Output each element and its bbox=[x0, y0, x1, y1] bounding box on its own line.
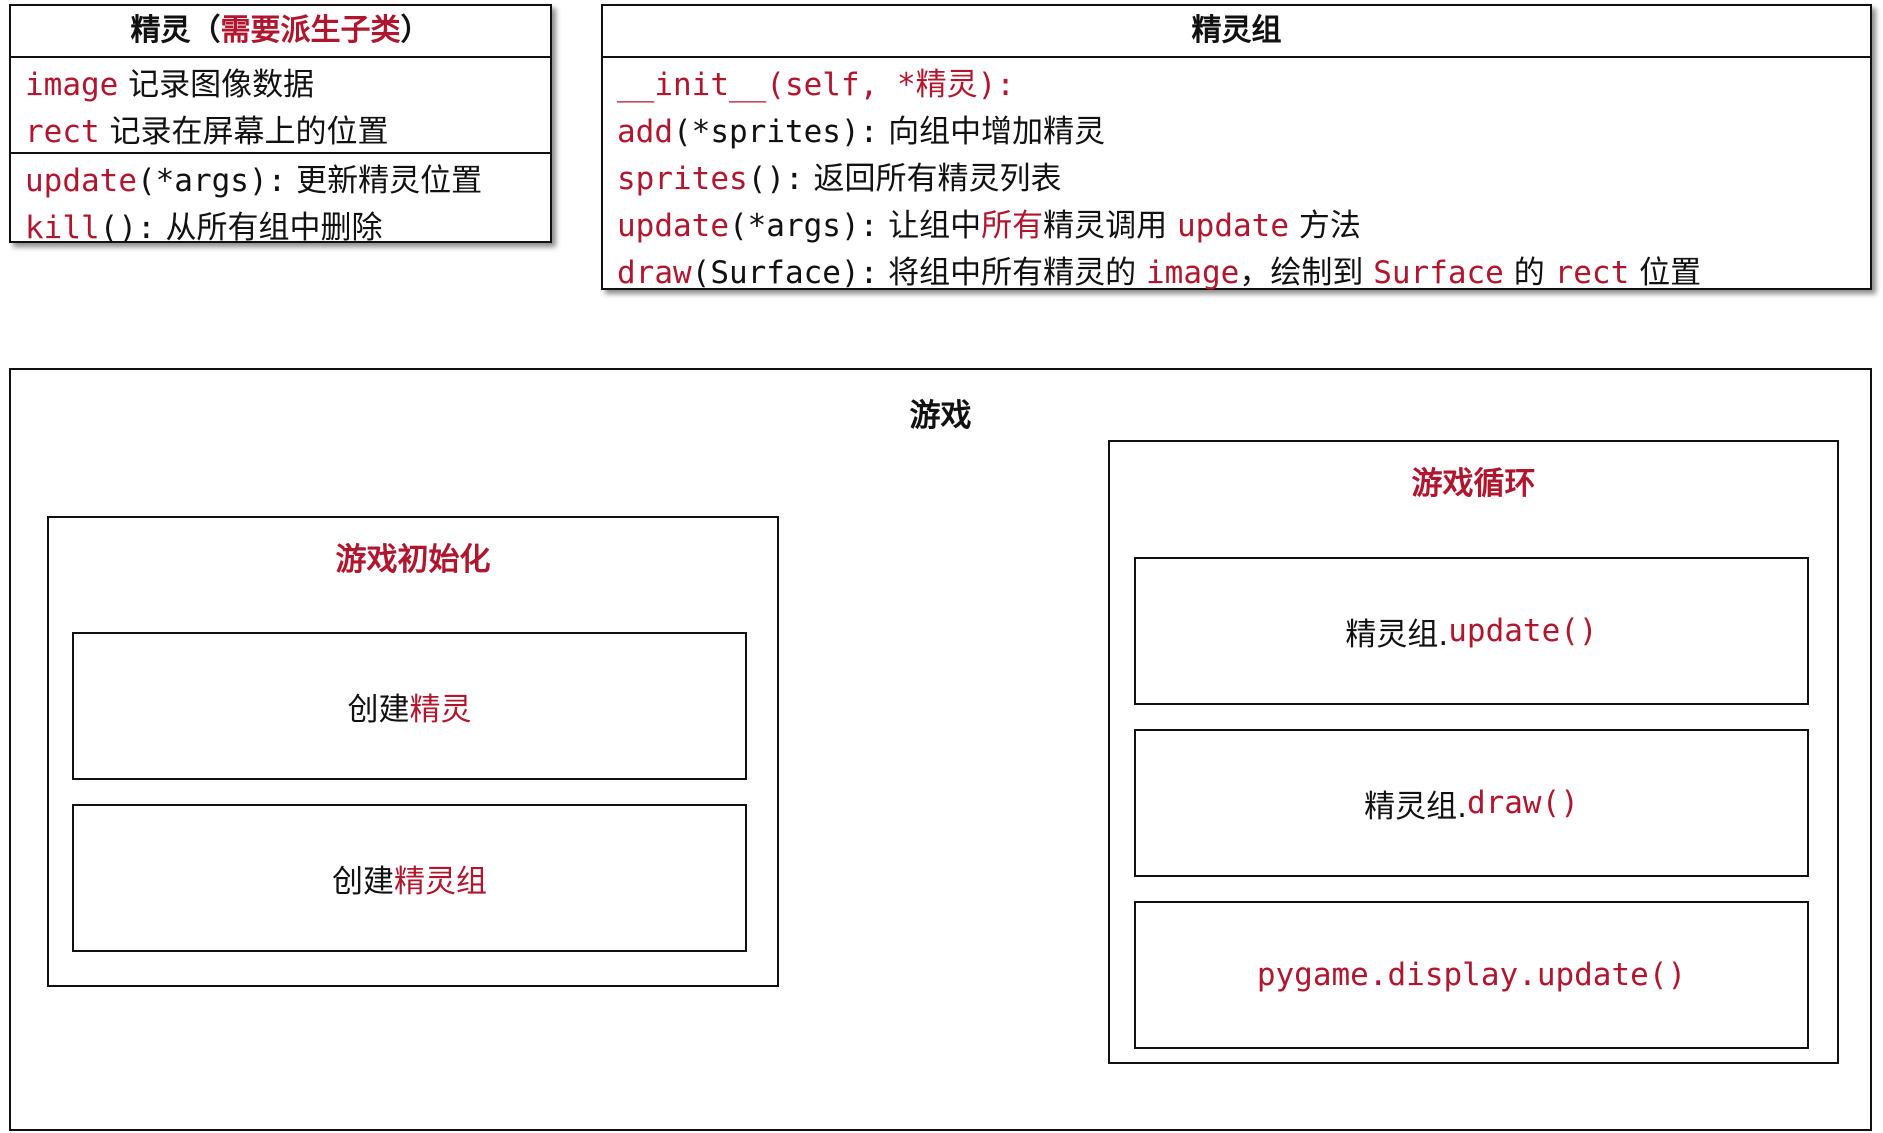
step-code: pygame.display.update() bbox=[1256, 957, 1687, 993]
step-prefix: 创建 bbox=[332, 863, 394, 900]
step-code: update() bbox=[1448, 613, 1598, 649]
sprite-class-title-highlight: 需要派生子类 bbox=[220, 13, 401, 48]
sprite-attribute-image: image 记录图像数据 bbox=[25, 62, 550, 109]
method-desc: 返回所有精灵列表 bbox=[803, 161, 1062, 197]
method-name: update bbox=[617, 208, 729, 244]
game-title: 游戏 bbox=[909, 398, 972, 434]
sprite-methods: update(*args): 更新精灵位置 kill(): 从所有组中删除 bbox=[11, 152, 550, 252]
group-method-update: update(*args): 让组中所有精灵调用 update 方法 bbox=[617, 203, 1870, 250]
group-class-title: 精灵组 bbox=[603, 6, 1870, 58]
group-method-sprites: sprites(): 返回所有精灵列表 bbox=[617, 156, 1870, 203]
method-args: (*sprites): bbox=[673, 114, 879, 150]
sprite-class-title: 精灵（需要派生子类） bbox=[11, 6, 550, 58]
method-desc: 位置 bbox=[1629, 255, 1702, 291]
method-desc: 方法 bbox=[1289, 208, 1361, 244]
group-methods: __init__(self, *精灵): add(*sprites): 向组中增… bbox=[603, 58, 1870, 297]
create-sprite-group-step: 创建精灵组 bbox=[72, 804, 747, 952]
attr-desc: 记录在屏幕上的位置 bbox=[99, 114, 389, 150]
method-args: (*args): bbox=[136, 163, 287, 199]
step-prefix: 创建 bbox=[347, 691, 410, 728]
sprite-attributes: image 记录图像数据 rect 记录在屏幕上的位置 bbox=[11, 58, 550, 152]
attr-desc: 记录图像数据 bbox=[118, 67, 315, 103]
attr-name: image bbox=[25, 67, 119, 103]
method-name: add bbox=[617, 114, 673, 150]
group-method-draw: draw(Surface): 将组中所有精灵的 image，绘制到 Surfac… bbox=[617, 250, 1870, 297]
method-args: (Surface): bbox=[691, 255, 879, 291]
game-loop-frame: 游戏循环 精灵组.update() 精灵组.draw() pygame.disp… bbox=[1108, 440, 1839, 1064]
method-desc-code: Surface bbox=[1373, 255, 1504, 291]
sprite-class-title-suffix: ） bbox=[400, 13, 431, 48]
sprite-class-title-prefix: 精灵（ bbox=[130, 13, 221, 48]
game-init-frame: 游戏初始化 创建精灵 创建精灵组 bbox=[47, 516, 779, 987]
method-desc-code: rect bbox=[1554, 255, 1630, 291]
display-update-step: pygame.display.update() bbox=[1134, 901, 1809, 1049]
group-class-box: 精灵组 __init__(self, *精灵): add(*sprites): … bbox=[601, 4, 1872, 291]
method-desc: 向组中增加精灵 bbox=[878, 114, 1106, 150]
method-args: (): bbox=[747, 161, 804, 197]
method-desc: 从所有组中删除 bbox=[155, 210, 383, 246]
method-name: draw bbox=[617, 255, 692, 291]
step-prefix: 精灵组. bbox=[1364, 788, 1467, 825]
step-prefix: 精灵组. bbox=[1345, 616, 1449, 653]
method-desc-highlight: 所有 bbox=[981, 208, 1044, 244]
sprite-method-kill: kill(): 从所有组中删除 bbox=[25, 205, 550, 252]
method-desc-code: update bbox=[1177, 208, 1289, 244]
method-args: (): bbox=[99, 210, 156, 246]
attr-name: rect bbox=[25, 114, 100, 150]
step-highlight: 精灵 bbox=[409, 691, 472, 728]
method-desc-code: image bbox=[1146, 255, 1240, 291]
method-name: update bbox=[25, 163, 137, 199]
sprite-method-update: update(*args): 更新精灵位置 bbox=[25, 158, 550, 205]
group-method-init: __init__(self, *精灵): bbox=[617, 67, 1015, 103]
group-draw-step: 精灵组.draw() bbox=[1134, 729, 1809, 877]
method-desc: 将组中所有精灵的 bbox=[878, 255, 1147, 291]
method-desc: 精灵调用 bbox=[1043, 208, 1178, 244]
sprite-class-box: 精灵（需要派生子类） image 记录图像数据 rect 记录在屏幕上的位置 u… bbox=[9, 4, 552, 246]
method-name: kill bbox=[25, 210, 100, 246]
create-sprite-step: 创建精灵 bbox=[72, 632, 747, 780]
method-args: (*args): bbox=[728, 208, 879, 244]
game-frame: 游戏 游戏初始化 创建精灵 创建精灵组 游戏循环 精灵组.update() 精灵… bbox=[9, 368, 1872, 1131]
group-method-add: add(*sprites): 向组中增加精灵 bbox=[617, 109, 1870, 156]
method-desc: 的 bbox=[1503, 255, 1555, 291]
game-init-title: 游戏初始化 bbox=[335, 542, 491, 578]
method-desc: ，绘制到 bbox=[1239, 255, 1374, 291]
method-name: sprites bbox=[617, 161, 748, 197]
method-desc: 让组中 bbox=[878, 208, 982, 244]
sprite-attribute-rect: rect 记录在屏幕上的位置 bbox=[25, 109, 550, 156]
step-code: draw() bbox=[1466, 785, 1579, 821]
step-highlight: 精灵组 bbox=[394, 863, 487, 900]
group-update-step: 精灵组.update() bbox=[1134, 557, 1809, 705]
game-loop-title: 游戏循环 bbox=[1411, 466, 1536, 502]
method-desc: 更新精灵位置 bbox=[286, 163, 483, 199]
